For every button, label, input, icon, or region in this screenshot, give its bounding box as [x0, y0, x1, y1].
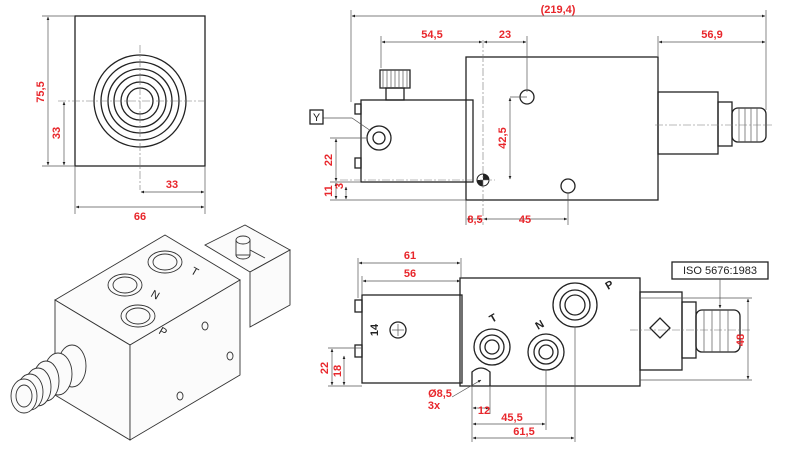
dim-front-height: 75,5 — [35, 81, 47, 102]
iso-right-face — [129, 279, 241, 441]
top-hole-lower — [560, 178, 576, 194]
dim-bottom-18: 18 — [332, 365, 344, 377]
bottom-nut — [649, 317, 671, 339]
dim-front-port-offset: 33 — [166, 179, 178, 191]
bottom-small-block — [361, 294, 463, 384]
bottom-connector — [681, 301, 741, 359]
top-plug-1 — [354, 103, 362, 115]
dim-top-56: 56,9 — [701, 29, 722, 41]
bottom-plug-2 — [354, 344, 363, 358]
iso-port-t — [147, 250, 183, 274]
iso-hole-3 — [176, 391, 184, 401]
iso-note: ISO 5676:1983 — [683, 265, 757, 277]
iso-hole-1 — [201, 321, 209, 331]
port-label-n: N — [534, 318, 547, 332]
iso-rear-side — [249, 249, 291, 328]
dim-front-port-height: 33 — [51, 127, 63, 139]
side-view-top: Y (219,4) 54,5 23 56,9 42,5 22 11 3 8,5 … — [309, 4, 772, 226]
front-dimension-lines — [42, 15, 206, 214]
front-view: 75,5 33 33 66 — [35, 15, 206, 223]
dim-bottom-48: 48 — [735, 334, 747, 346]
iso-port-p — [120, 304, 156, 328]
dim-bottom-dia: Ø8,5 — [428, 388, 452, 400]
y-port-tag-box — [309, 109, 324, 125]
dim-bottom-22: 22 — [319, 362, 331, 374]
bottom-port-p — [552, 282, 598, 328]
port-label-14: 14 — [369, 323, 381, 336]
iso-fitting — [235, 235, 266, 260]
y-port-tag: Y — [313, 112, 321, 124]
dim-top-23: 23 — [499, 29, 511, 41]
dim-top-42: 42,5 — [497, 127, 509, 148]
top-dimension-lines — [323, 10, 767, 225]
top-fitting — [379, 69, 411, 101]
dim-bottom-45: 45,5 — [501, 412, 522, 424]
iso-port-n — [107, 273, 143, 297]
dim-bottom-61: 61 — [404, 250, 416, 262]
bottom-port-t — [473, 328, 511, 366]
top-coil — [657, 91, 719, 155]
dim-top-8: 8,5 — [467, 214, 482, 226]
dim-total-length: (219,4) — [541, 4, 576, 16]
iso-hole-2 — [226, 351, 234, 361]
dim-front-width: 66 — [134, 211, 146, 223]
dim-top-3: 3 — [334, 183, 346, 189]
top-main-block — [465, 56, 659, 201]
side-view-bottom: 14 P T N — [319, 250, 769, 442]
bottom-notch — [471, 367, 491, 386]
bottom-coil — [639, 291, 683, 371]
top-coil-nut — [717, 101, 733, 147]
isometric-view: T N P — [10, 224, 291, 441]
iso-connector — [10, 344, 87, 414]
top-port-y-outer — [366, 125, 392, 151]
top-port-y-inner — [372, 131, 386, 145]
dim-top-45: 45 — [519, 214, 531, 226]
bottom-port-n — [527, 333, 565, 371]
dim-top-54: 54,5 — [421, 29, 442, 41]
port-label-t: T — [488, 312, 500, 326]
dim-top-22: 22 — [323, 154, 335, 166]
front-view-body — [74, 15, 206, 167]
bottom-dimension-lines — [328, 258, 752, 442]
bottom-port-14 — [389, 321, 407, 339]
port-label-p: P — [604, 279, 616, 293]
top-plug-2 — [354, 157, 362, 169]
top-small-block — [360, 99, 474, 183]
dim-top-11: 11 — [323, 185, 335, 197]
dim-bottom-56: 56 — [404, 268, 416, 280]
dim-bottom-12: 12 — [478, 405, 490, 417]
dim-bottom-3x: 3x — [428, 400, 441, 412]
dim-bottom-61b: 61,5 — [513, 426, 534, 438]
bottom-plug-1 — [354, 299, 363, 313]
